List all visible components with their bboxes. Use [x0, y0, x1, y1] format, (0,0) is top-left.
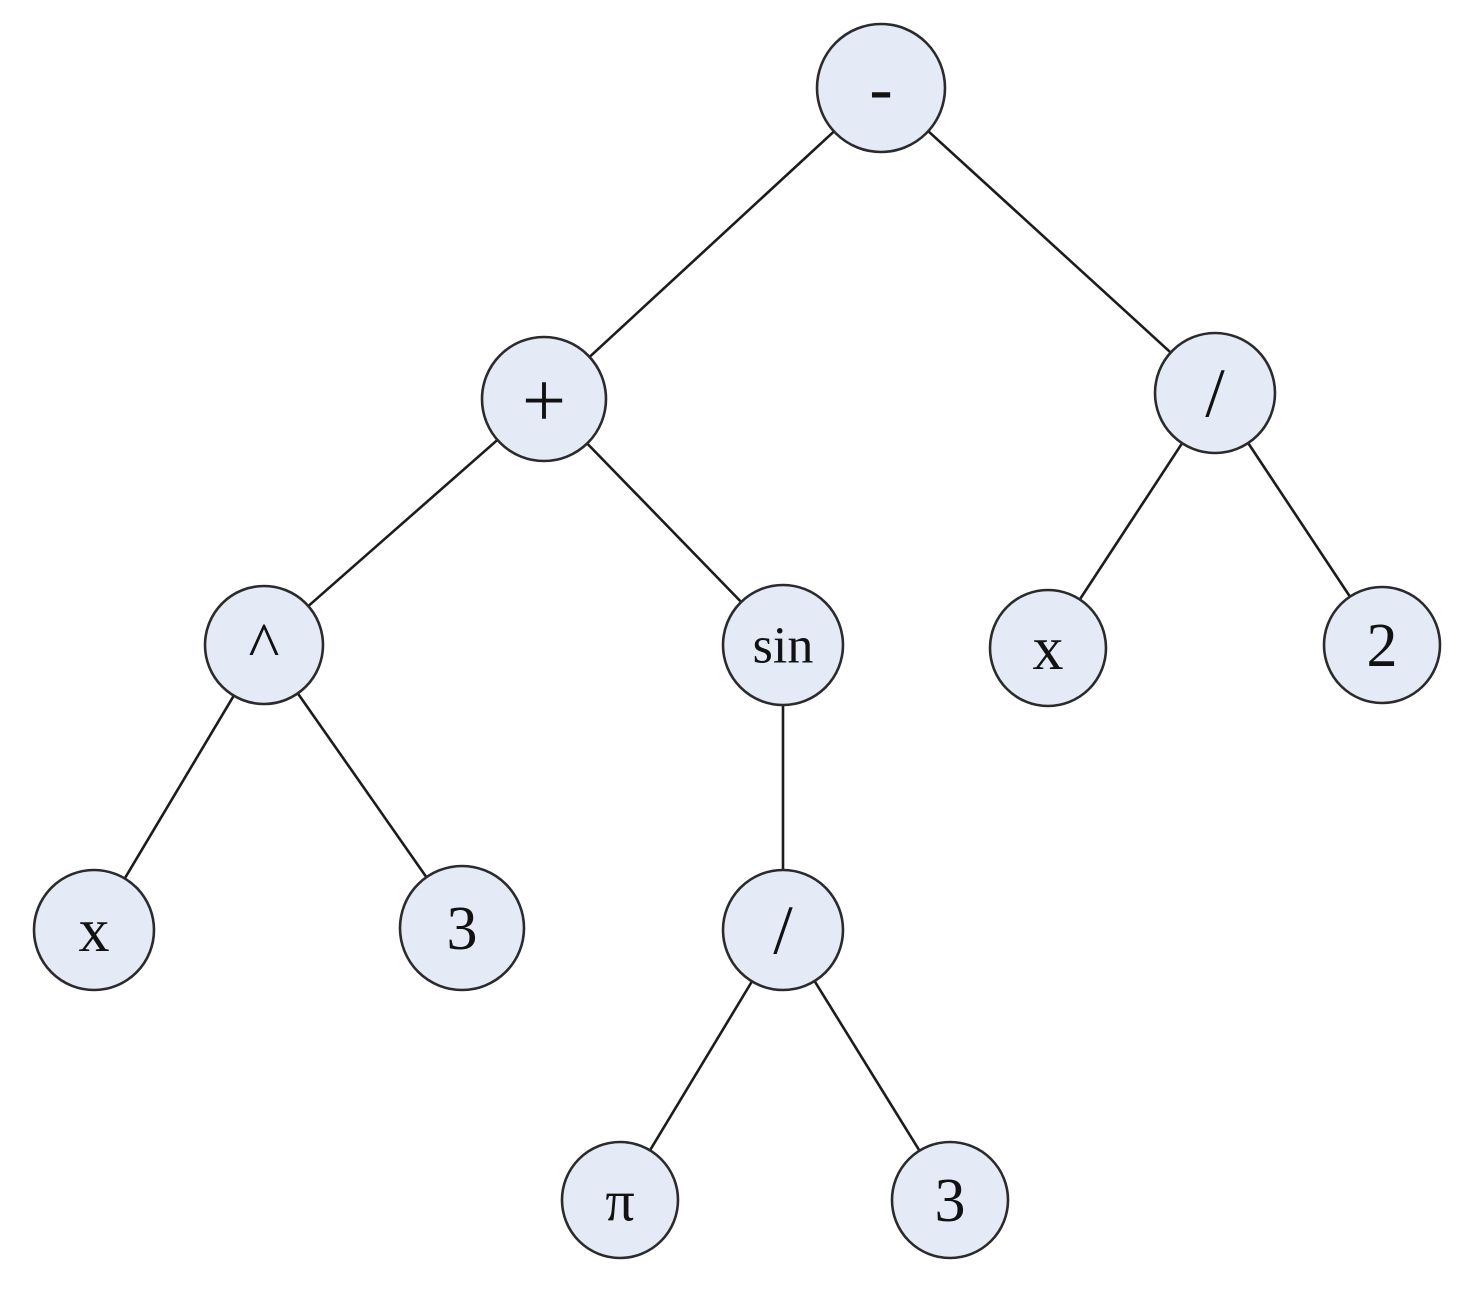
tree-node-constant-3[interactable]: 3	[890, 1140, 1010, 1260]
node-label: x	[1033, 615, 1064, 683]
node-circle	[721, 583, 845, 707]
edge-divide-to-pi	[648, 980, 754, 1152]
edge-divide-to-3	[813, 979, 921, 1152]
node-circle	[815, 22, 947, 154]
node-circle	[398, 864, 526, 992]
node-circle	[721, 868, 845, 992]
nodes-layer: - + / ^ sin x 2 x 3 / π 3	[32, 22, 1442, 1260]
node-circle	[1322, 585, 1442, 705]
tree-node-variable-x[interactable]: x	[988, 588, 1108, 708]
edges-layer	[123, 129, 1352, 1152]
edge-power-to-x	[123, 694, 236, 880]
node-label: π	[605, 1169, 634, 1234]
node-label: +	[522, 357, 566, 444]
node-label: /	[1205, 356, 1225, 433]
edge-plus-to-power	[307, 438, 499, 608]
node-label: 3	[447, 895, 478, 963]
tree-node-variable-x[interactable]: x	[32, 868, 156, 992]
edge-minus-to-plus	[588, 130, 836, 359]
node-circle	[560, 1140, 680, 1260]
node-circle	[203, 584, 325, 706]
tree-node-operator-divide[interactable]: /	[721, 868, 845, 992]
node-circle	[480, 335, 608, 463]
node-circle	[988, 588, 1108, 708]
tree-node-constant-pi[interactable]: π	[560, 1140, 680, 1260]
node-label: -	[869, 51, 892, 128]
node-label: sin	[753, 618, 814, 675]
node-label: x	[79, 897, 110, 965]
node-circle	[1153, 331, 1277, 455]
tree-node-operator-add[interactable]: +	[480, 335, 608, 463]
node-label: 3	[935, 1167, 966, 1235]
tree-node-constant-3[interactable]: 3	[398, 864, 526, 992]
tree-node-operator-divide[interactable]: /	[1153, 331, 1277, 455]
node-circle	[32, 868, 156, 992]
node-circle	[890, 1140, 1010, 1260]
tree-node-operator-power[interactable]: ^	[203, 584, 325, 706]
node-label: /	[773, 893, 793, 970]
edge-minus-to-divide	[926, 129, 1172, 354]
node-label: 2	[1367, 612, 1398, 680]
edge-plus-to-sin	[585, 442, 743, 604]
edge-divide-to-x	[1078, 441, 1184, 601]
tree-node-constant-2[interactable]: 2	[1322, 585, 1442, 705]
edge-power-to-3	[296, 692, 428, 879]
edge-divide-to-2	[1246, 441, 1352, 598]
node-label: ^	[249, 610, 280, 683]
tree-node-function-sine[interactable]: sin	[721, 583, 845, 707]
tree-node-operator-subtract[interactable]: -	[815, 22, 947, 154]
